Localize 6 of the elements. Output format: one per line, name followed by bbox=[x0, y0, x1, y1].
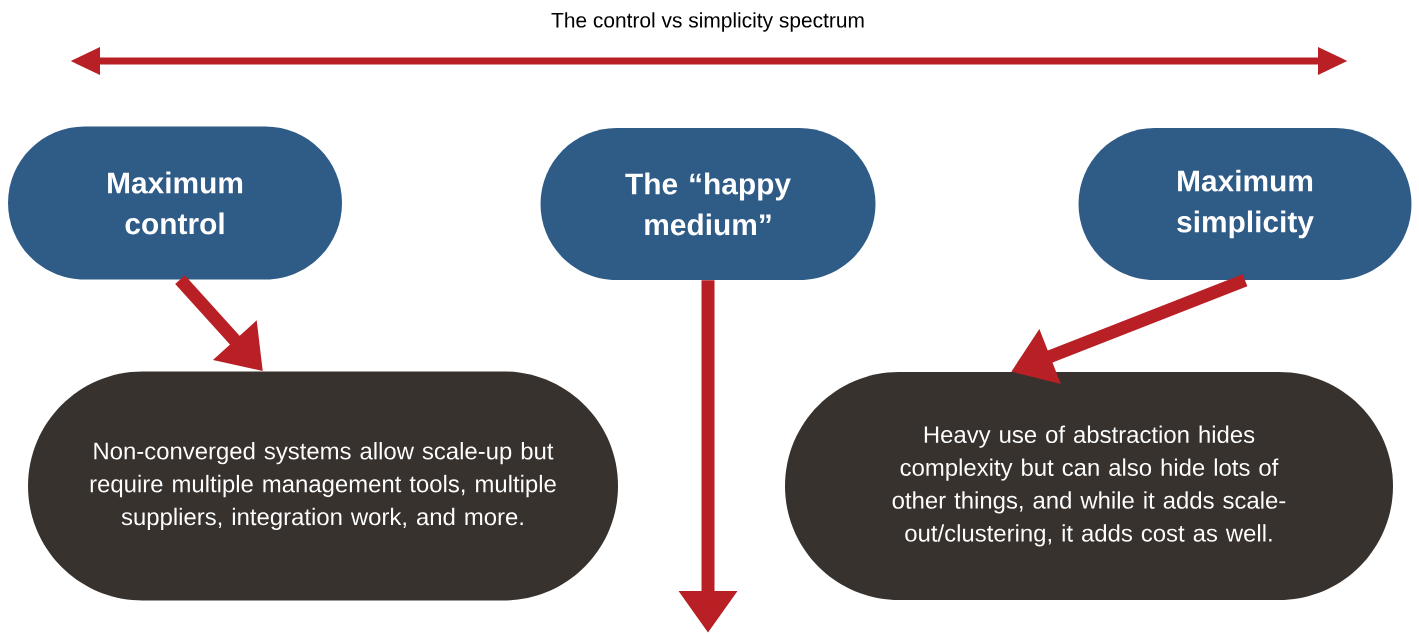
description-pill: Non-converged systems allow scale-up but require multiple management tools, multiple suppliers, integration work, and more. bbox=[28, 371, 618, 601]
heading-pill: Maximum control bbox=[8, 126, 342, 280]
heading-pill: The “happy medium” bbox=[540, 128, 876, 280]
title: The control vs simplicity spectrum bbox=[551, 12, 864, 32]
description-pill: Heavy use of abstraction hides complexity but can also hide lots of other things, and while it adds scale-out/clustering, it adds cost as well. bbox=[785, 372, 1393, 600]
heading-pill: Maximum simplicity bbox=[1078, 128, 1412, 280]
